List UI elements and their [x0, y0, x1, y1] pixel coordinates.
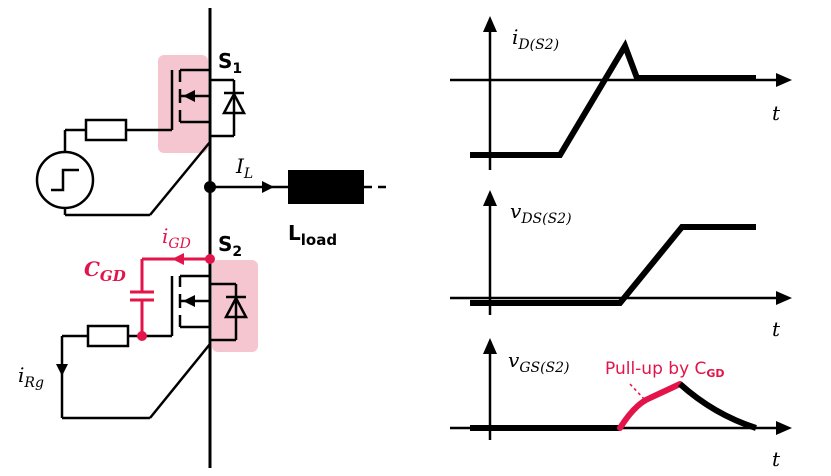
vgs-pullup-trace — [617, 381, 683, 431]
vgs-y-arrow-icon — [483, 338, 497, 354]
s2-diode-icon — [223, 295, 249, 319]
irg-arrow-icon — [56, 364, 68, 376]
il-arrow-icon — [262, 181, 274, 193]
load-label: Lload — [288, 221, 337, 249]
vds-label: vDS(S2) — [510, 199, 572, 227]
id-label: iD(S2) — [512, 25, 559, 53]
cgd-label: CGD — [84, 257, 126, 285]
load-inductor — [288, 170, 364, 204]
id-t-label: t — [772, 101, 781, 125]
s2-body-arrow-icon — [183, 295, 195, 307]
il-label: IL — [235, 154, 253, 182]
id-x-arrow-icon — [776, 73, 792, 87]
s1-gate-drive — [35, 118, 211, 217]
annotation-leader — [629, 383, 646, 401]
vgs-decay-trace — [677, 381, 757, 431]
vds-y-arrow-icon — [483, 190, 497, 206]
vgs-x-arrow-icon — [776, 421, 792, 435]
s2-gate-drive — [60, 324, 211, 420]
igd-arrow-icon — [172, 253, 184, 265]
vgs-t-label: t — [772, 447, 781, 471]
cgd-parasitic — [130, 257, 210, 336]
id-waveform: iD(S2) t — [450, 16, 792, 170]
s2-label: S2 — [218, 232, 242, 260]
vds-x-arrow-icon — [776, 291, 792, 305]
s1-highlight — [158, 55, 208, 153]
half-bridge-circuit: S1 IL Lload S2 iGD CGD iRg — [18, 8, 392, 468]
vds-waveform: vDS(S2) t — [450, 190, 792, 341]
step-voltage-source-icon — [51, 168, 79, 192]
vds-t-label: t — [772, 317, 781, 341]
id-trace — [470, 39, 756, 158]
s1-diode-icon — [221, 91, 247, 115]
s1-body-arrow-icon — [183, 90, 195, 102]
s2-mosfet — [170, 274, 246, 342]
id-y-arrow-icon — [483, 16, 497, 32]
s2-gate-node — [137, 331, 147, 341]
vgs-waveform: vGS(S2) Pull-up by CGD t — [450, 338, 792, 471]
igd-label: iGD — [162, 224, 191, 252]
vds-trace — [470, 224, 756, 306]
pullup-annotation: Pull-up by CGD — [605, 359, 725, 380]
vgs-label: vGS(S2) — [508, 348, 570, 376]
s1-label: S1 — [218, 49, 242, 77]
waveform-panel: iD(S2) t vDS(S2) t vGS(S2) Pull-up by CG… — [450, 16, 792, 471]
irg-label: iRg — [18, 363, 44, 391]
s2-drain-node — [205, 254, 215, 264]
